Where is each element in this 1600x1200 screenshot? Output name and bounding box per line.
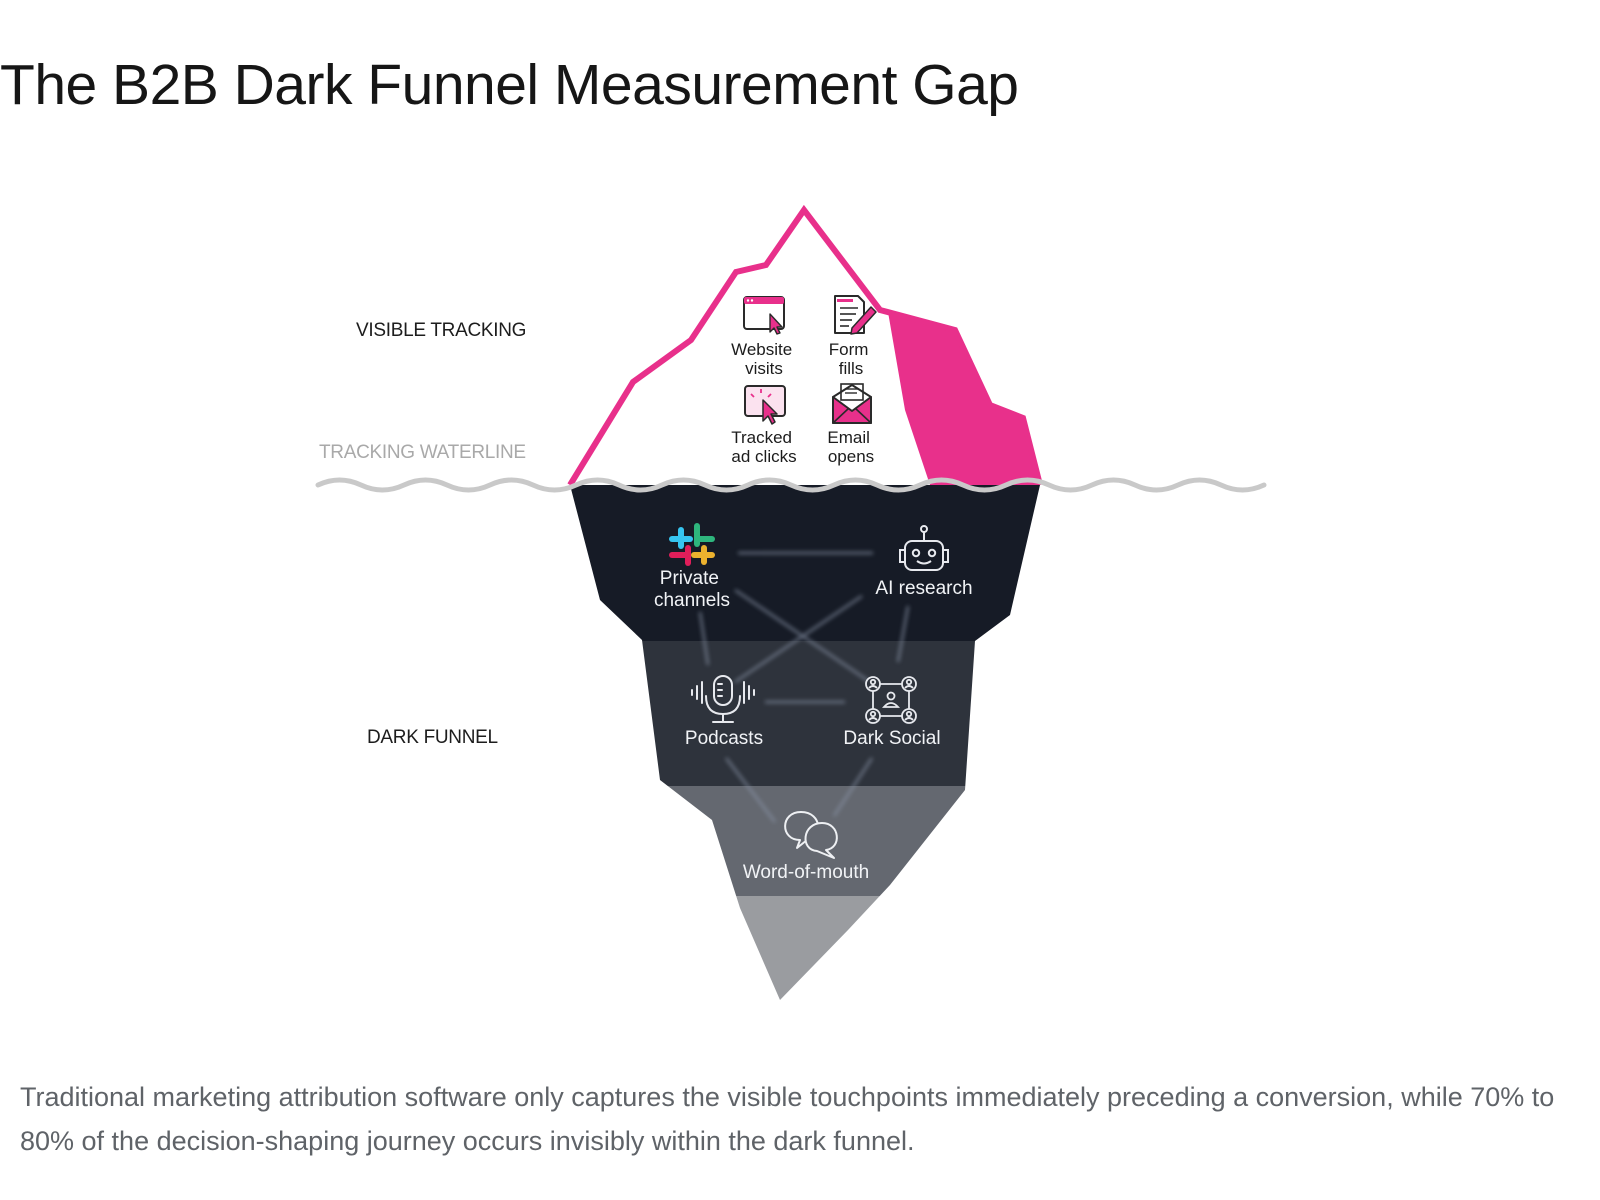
form-edit-icon [834,295,877,335]
website-visits-label: Website visits [731,340,797,378]
slack-logo-icon [669,523,715,566]
dark-layer-tip [570,896,1040,1000]
tracked-ad-clicks-label: Tracked ad clicks [731,428,797,466]
dark-layer-mid [570,641,1040,786]
click-cursor-icon [744,385,786,425]
ai-research-label: AI research [875,578,972,599]
caption: Traditional marketing attribution softwa… [20,1082,1555,1156]
word-of-mouth-label: Word-of-mouth [743,862,869,883]
waterline-label: TRACKING WATERLINE [319,442,526,463]
envelope-icon [832,383,872,424]
email-opens-label: Email opens [827,428,874,466]
podcasts-label: Podcasts [685,728,763,749]
robot-icon [899,525,949,571]
iceberg-outline [567,204,1043,487]
iceberg-shade-face [888,312,1040,485]
connection-lines [698,551,910,823]
dark-funnel-label: DARK FUNNEL [367,727,498,748]
chat-bubbles-icon [784,811,838,859]
tracking-waterline [315,477,1267,493]
browser-cursor-icon [743,296,785,335]
dark-social-label: Dark Social [843,728,940,749]
visible-tracking-label: VISIBLE TRACKING [356,320,526,341]
dark-layer-top [570,485,1040,641]
page-title: The B2B Dark Funnel Measurement Gap [0,53,1019,117]
network-people-icon [865,676,917,724]
form-fills-label: Form fills [829,340,873,378]
microphone-icon [691,675,755,723]
private-channels-label: Private channels [654,568,730,611]
